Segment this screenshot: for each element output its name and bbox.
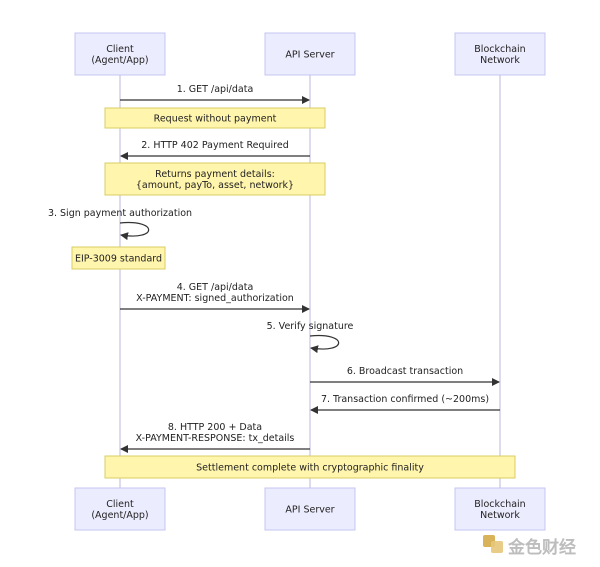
note-label: Request without payment [154, 114, 277, 125]
note-box [104, 162, 326, 196]
note-label: {amount, payTo, asset, network} [136, 180, 294, 191]
message-label: 5. Verify signature [267, 321, 354, 332]
actor-label: API Server [285, 50, 334, 61]
message-9: 6. Broadcast transaction [310, 366, 500, 386]
message-label: 6. Broadcast transaction [347, 366, 463, 377]
note-12: Settlement complete with cryptographic f… [104, 455, 516, 479]
note-label: Returns payment details: [155, 169, 275, 180]
note-2: Request without payment [104, 107, 326, 129]
watermark-text: 金色财经 [507, 537, 576, 558]
message-label: 8. HTTP 200 + Data [168, 422, 262, 433]
actor-box [74, 32, 166, 76]
note-4: Returns payment details:{amount, payTo, … [104, 162, 326, 196]
actor-label: (Agent/App) [91, 55, 148, 66]
actor-box [454, 487, 546, 531]
actor-client-bottom: Client(Agent/App) [74, 487, 166, 531]
actor-label: Client [106, 44, 134, 55]
actor-label: Client [106, 499, 134, 510]
messages: 1. GET /api/data 2. HTTP 402 Payment Requ… [48, 84, 500, 453]
message-10: 7. Transaction confirmed (~200ms) [310, 394, 500, 414]
note-6: EIP-3009 standard [71, 246, 166, 270]
watermark-logo-icon [483, 535, 503, 553]
actor-label: Network [480, 55, 520, 66]
actor-label: API Server [285, 505, 334, 516]
note-box [71, 246, 166, 270]
actor-api-top: API Server [264, 32, 356, 76]
message-label: 1. GET /api/data [177, 84, 254, 95]
message-label: X-PAYMENT-RESPONSE: tx_details [136, 433, 295, 444]
actor-box [264, 32, 356, 76]
actor-box [454, 32, 546, 76]
note-box [104, 455, 516, 479]
self-arrow [119, 221, 150, 241]
lifelines [119, 75, 501, 488]
note-box [104, 107, 326, 129]
message-5: 3. Sign payment authorization [48, 208, 192, 241]
actor-box [264, 487, 356, 531]
message-8: 5. Verify signature [267, 321, 354, 354]
actor-label: Network [480, 510, 520, 521]
message-3: 2. HTTP 402 Payment Required [120, 140, 310, 160]
message-label: 2. HTTP 402 Payment Required [141, 140, 288, 151]
actor-client-top: Client(Agent/App) [74, 32, 166, 76]
message-label: 3. Sign payment authorization [48, 208, 192, 219]
actor-api-bottom: API Server [264, 487, 356, 531]
message-label: X-PAYMENT: signed_authorization [136, 293, 294, 304]
actor-label: (Agent/App) [91, 510, 148, 521]
message-label: 7. Transaction confirmed (~200ms) [321, 394, 489, 405]
actor-label: Blockchain [474, 44, 525, 55]
message-1: 1. GET /api/data [120, 84, 310, 104]
actor-box [74, 487, 166, 531]
self-arrow [309, 334, 340, 354]
watermark: 金色财经 [483, 535, 576, 558]
note-label: Settlement complete with cryptographic f… [196, 463, 424, 474]
note-label: EIP-3009 standard [75, 254, 162, 265]
message-label: 4. GET /api/data [177, 282, 254, 293]
actors: Client(Agent/App)Client(Agent/App)API Se… [74, 32, 546, 531]
actor-label: Blockchain [474, 499, 525, 510]
